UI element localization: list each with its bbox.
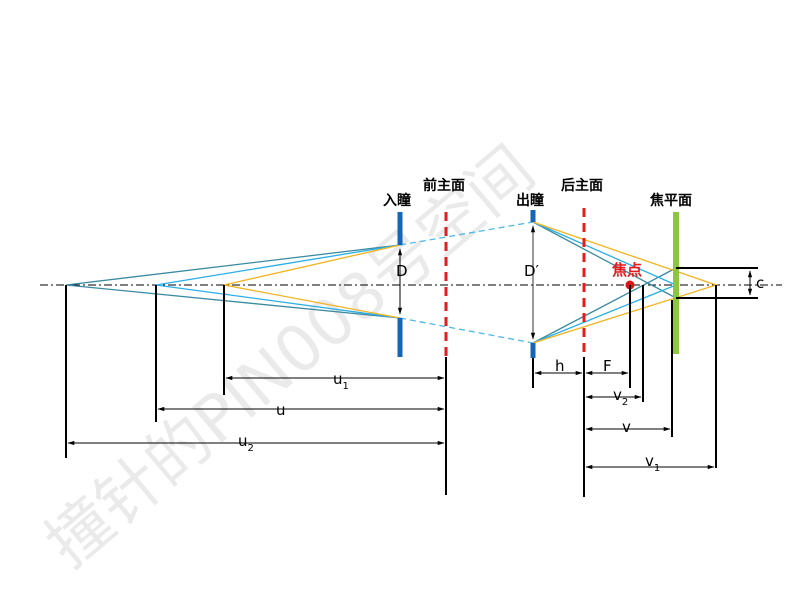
v-label: v [622,418,631,436]
image-rays [532,221,719,344]
exit-pupil-label: 出瞳 [516,192,544,209]
dimension-arrows [67,370,715,470]
u-label: u [276,401,286,419]
c-label: c [756,274,764,292]
ray-near-image [532,221,719,344]
focal-plane-label: 焦平面 [649,192,692,209]
D-prime-label: D′ [524,262,540,280]
ray-far-image [532,221,677,299]
virtual-rays [399,221,534,344]
watermark: 撞针的PIN008号空间 [33,133,549,583]
h-label: h [555,357,565,375]
F-label: F [603,357,612,375]
u2-label: u2 [238,432,254,454]
rear-principal-label: 后主面 [561,177,603,194]
object-ref-lines [65,285,225,458]
focal-point-label: 焦点 [611,261,642,279]
image-ref-lines [629,285,717,468]
u1-label: u1 [333,370,349,392]
entrance-pupil-label: 入瞳 [383,192,411,209]
dimension-labels: u1 u u2 h F v2 v v1 [238,357,660,474]
v2-label: v2 [613,386,628,408]
front-principal-label: 前主面 [423,177,465,194]
ray-mid-image [532,221,678,344]
D-label: D [396,262,408,280]
v1-label: v1 [645,452,660,474]
